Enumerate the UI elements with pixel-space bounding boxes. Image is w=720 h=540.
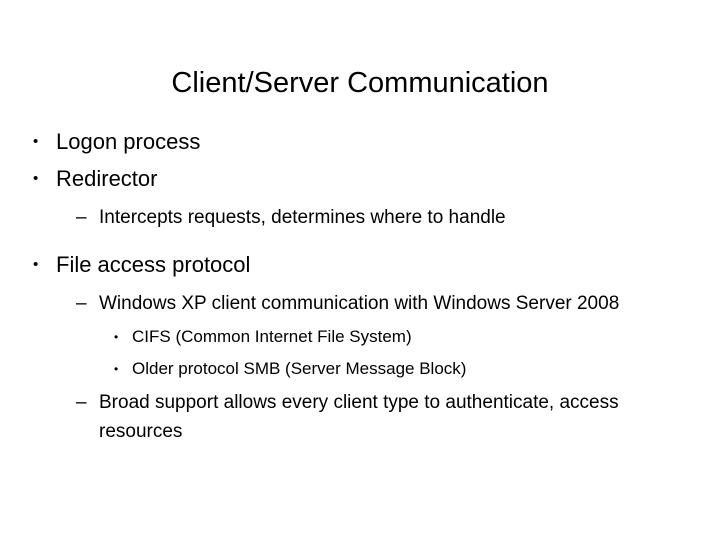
- list-item: • File access protocol: [0, 249, 720, 280]
- bullet-marker-icon: •: [33, 133, 39, 150]
- list-item: – Intercepts requests, determines where …: [0, 203, 720, 232]
- list-item-label: Windows XP client communication with Win…: [99, 293, 620, 314]
- list-item-label: File access protocol: [56, 252, 251, 277]
- slide-body: • Logon process • Redirector – Intercept…: [0, 126, 720, 446]
- list-item-label: Older protocol SMB (Server Message Block…: [132, 359, 467, 378]
- list-item-label: Logon process: [56, 129, 201, 154]
- list-item-label: Redirector: [56, 166, 158, 191]
- bullet-marker-icon: •: [114, 330, 119, 344]
- bullet-marker-icon: •: [33, 170, 39, 187]
- list-item-label: Intercepts requests, determines where to…: [99, 207, 506, 228]
- list-item: • Redirector: [0, 163, 720, 194]
- list-item: – Windows XP client communication with W…: [0, 289, 720, 318]
- dash-marker-icon: –: [76, 293, 87, 314]
- dash-marker-icon: –: [76, 207, 87, 228]
- list-item: • Older protocol SMB (Server Message Blo…: [0, 356, 720, 382]
- list-item: • Logon process: [0, 126, 720, 157]
- bullet-marker-icon: •: [33, 256, 39, 273]
- dash-marker-icon: –: [76, 392, 87, 413]
- list-item-label: Broad support allows every client type t…: [99, 392, 619, 442]
- page-title: Client/Server Communication: [171, 67, 549, 100]
- list-item-label: CIFS (Common Internet File System): [132, 327, 412, 346]
- bullet-marker-icon: •: [114, 362, 119, 376]
- list-item: – Broad support allows every client type…: [0, 388, 720, 446]
- list-item: • CIFS (Common Internet File System): [0, 324, 720, 350]
